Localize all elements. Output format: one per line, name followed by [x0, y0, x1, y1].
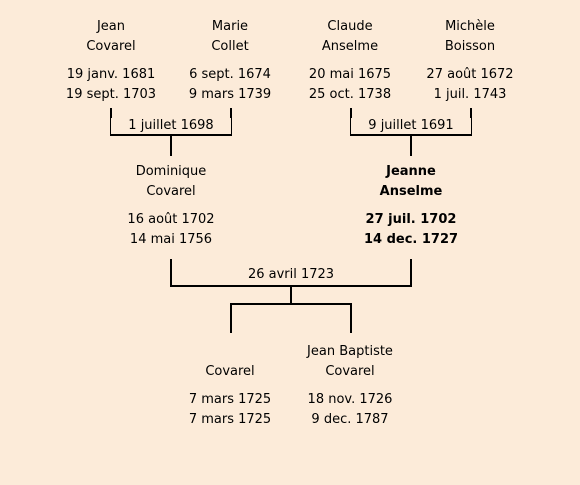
person-jeanne-anselme: Jeanne Anselme 27 juil. 1702 14 dec. 172… — [336, 162, 486, 250]
birth-date: 19 janv. 1681 — [66, 67, 156, 82]
last-name: Boisson — [444, 39, 496, 54]
birth-date: 27 juil. 1702 — [365, 212, 457, 227]
person-michele-boisson: Michèle Boisson 27 août 1672 1 juil. 174… — [395, 17, 545, 105]
marriage-date-covarel-anselme: 26 avril 1723 — [231, 267, 351, 283]
death-date: 7 mars 1725 — [188, 412, 272, 427]
last-name: Anselme — [321, 39, 379, 54]
first-name: Jean — [96, 19, 126, 34]
first-name: Jean Baptiste — [307, 344, 393, 359]
last-name: Covarel — [146, 184, 196, 199]
death-date: 9 dec. 1787 — [311, 412, 389, 427]
marriage-date-anselme-boisson: 9 juillet 1691 — [351, 118, 471, 134]
death-date: 19 sept. 1703 — [65, 87, 157, 102]
birth-date: 16 août 1702 — [127, 212, 215, 227]
birth-date: 6 sept. 1674 — [189, 67, 271, 82]
person-claude-anselme: Claude Anselme 20 mai 1675 25 oct. 1738 — [275, 17, 425, 105]
first-name: Jeanne — [386, 164, 436, 179]
death-date: 1 juil. 1743 — [433, 87, 507, 102]
person-dominique-covarel: Dominique Covarel 16 août 1702 14 mai 17… — [96, 162, 246, 250]
first-name: Claude — [327, 19, 373, 34]
last-name: Covarel — [86, 39, 136, 54]
last-name: Covarel — [325, 364, 375, 379]
last-name: Collet — [211, 39, 249, 54]
birth-date: 27 août 1672 — [426, 67, 514, 82]
first-name: Michèle — [445, 19, 495, 34]
death-date: 14 dec. 1727 — [363, 232, 459, 247]
birth-date: 18 nov. 1726 — [307, 392, 393, 407]
death-date: 9 mars 1739 — [188, 87, 272, 102]
first-name: Marie — [211, 19, 249, 34]
person-jean-baptiste-covarel: Jean Baptiste Covarel 18 nov. 1726 9 dec… — [275, 342, 425, 430]
person-covarel-child: Covarel 7 mars 1725 7 mars 1725 — [155, 342, 305, 430]
marriage-date-covarel-collet: 1 juillet 1698 — [111, 118, 231, 134]
last-name: Covarel — [205, 364, 255, 379]
death-date: 14 mai 1756 — [129, 232, 213, 247]
last-name: Anselme — [379, 184, 443, 199]
birth-date: 7 mars 1725 — [188, 392, 272, 407]
person-jean-covarel: Jean Covarel 19 janv. 1681 19 sept. 1703 — [36, 17, 186, 105]
person-marie-collet: Marie Collet 6 sept. 1674 9 mars 1739 — [155, 17, 305, 105]
connector-children — [230, 303, 352, 333]
birth-date: 20 mai 1675 — [308, 67, 392, 82]
first-name: Dominique — [135, 164, 207, 179]
death-date: 25 oct. 1738 — [308, 87, 392, 102]
